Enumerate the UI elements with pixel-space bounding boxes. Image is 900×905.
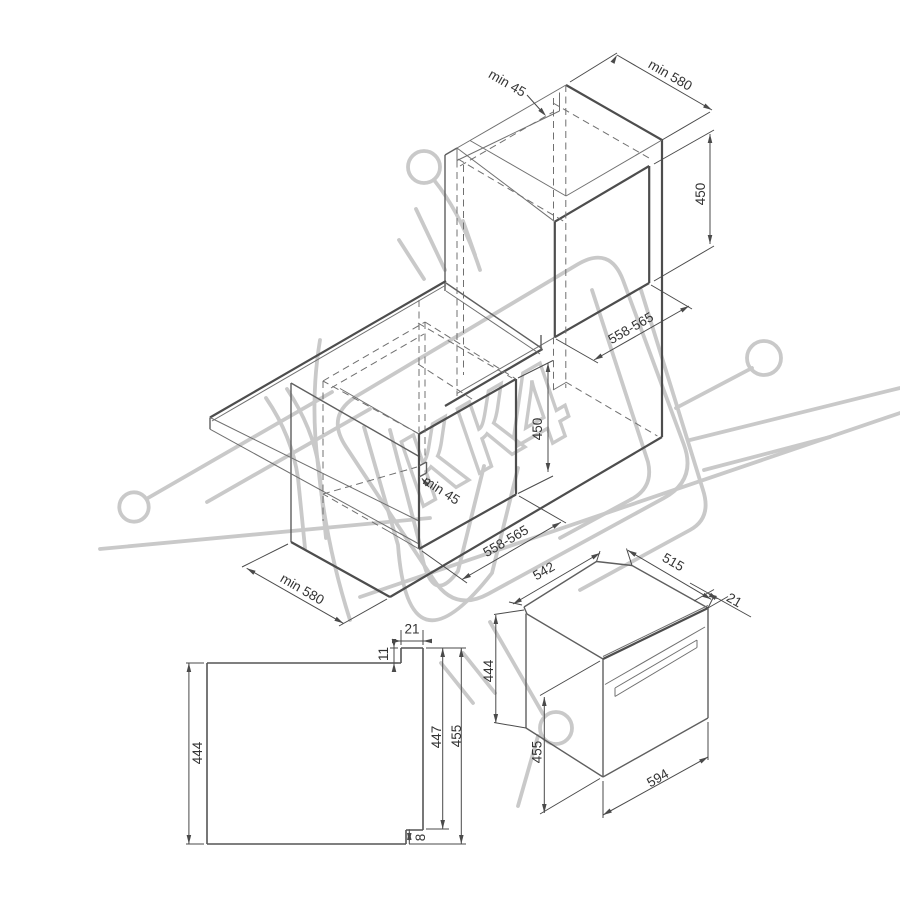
svg-text:450: 450 (693, 183, 708, 206)
svg-text:21: 21 (724, 590, 745, 611)
svg-text:8: 8 (413, 834, 428, 842)
svg-text:21: 21 (404, 622, 419, 637)
svg-text:444: 444 (190, 741, 205, 764)
svg-text:447: 447 (429, 726, 444, 749)
svg-text:455: 455 (530, 741, 545, 764)
svg-text:455: 455 (449, 725, 464, 748)
svg-text:11: 11 (376, 647, 391, 661)
svg-text:450: 450 (530, 418, 545, 441)
svg-text:444: 444 (481, 659, 496, 682)
